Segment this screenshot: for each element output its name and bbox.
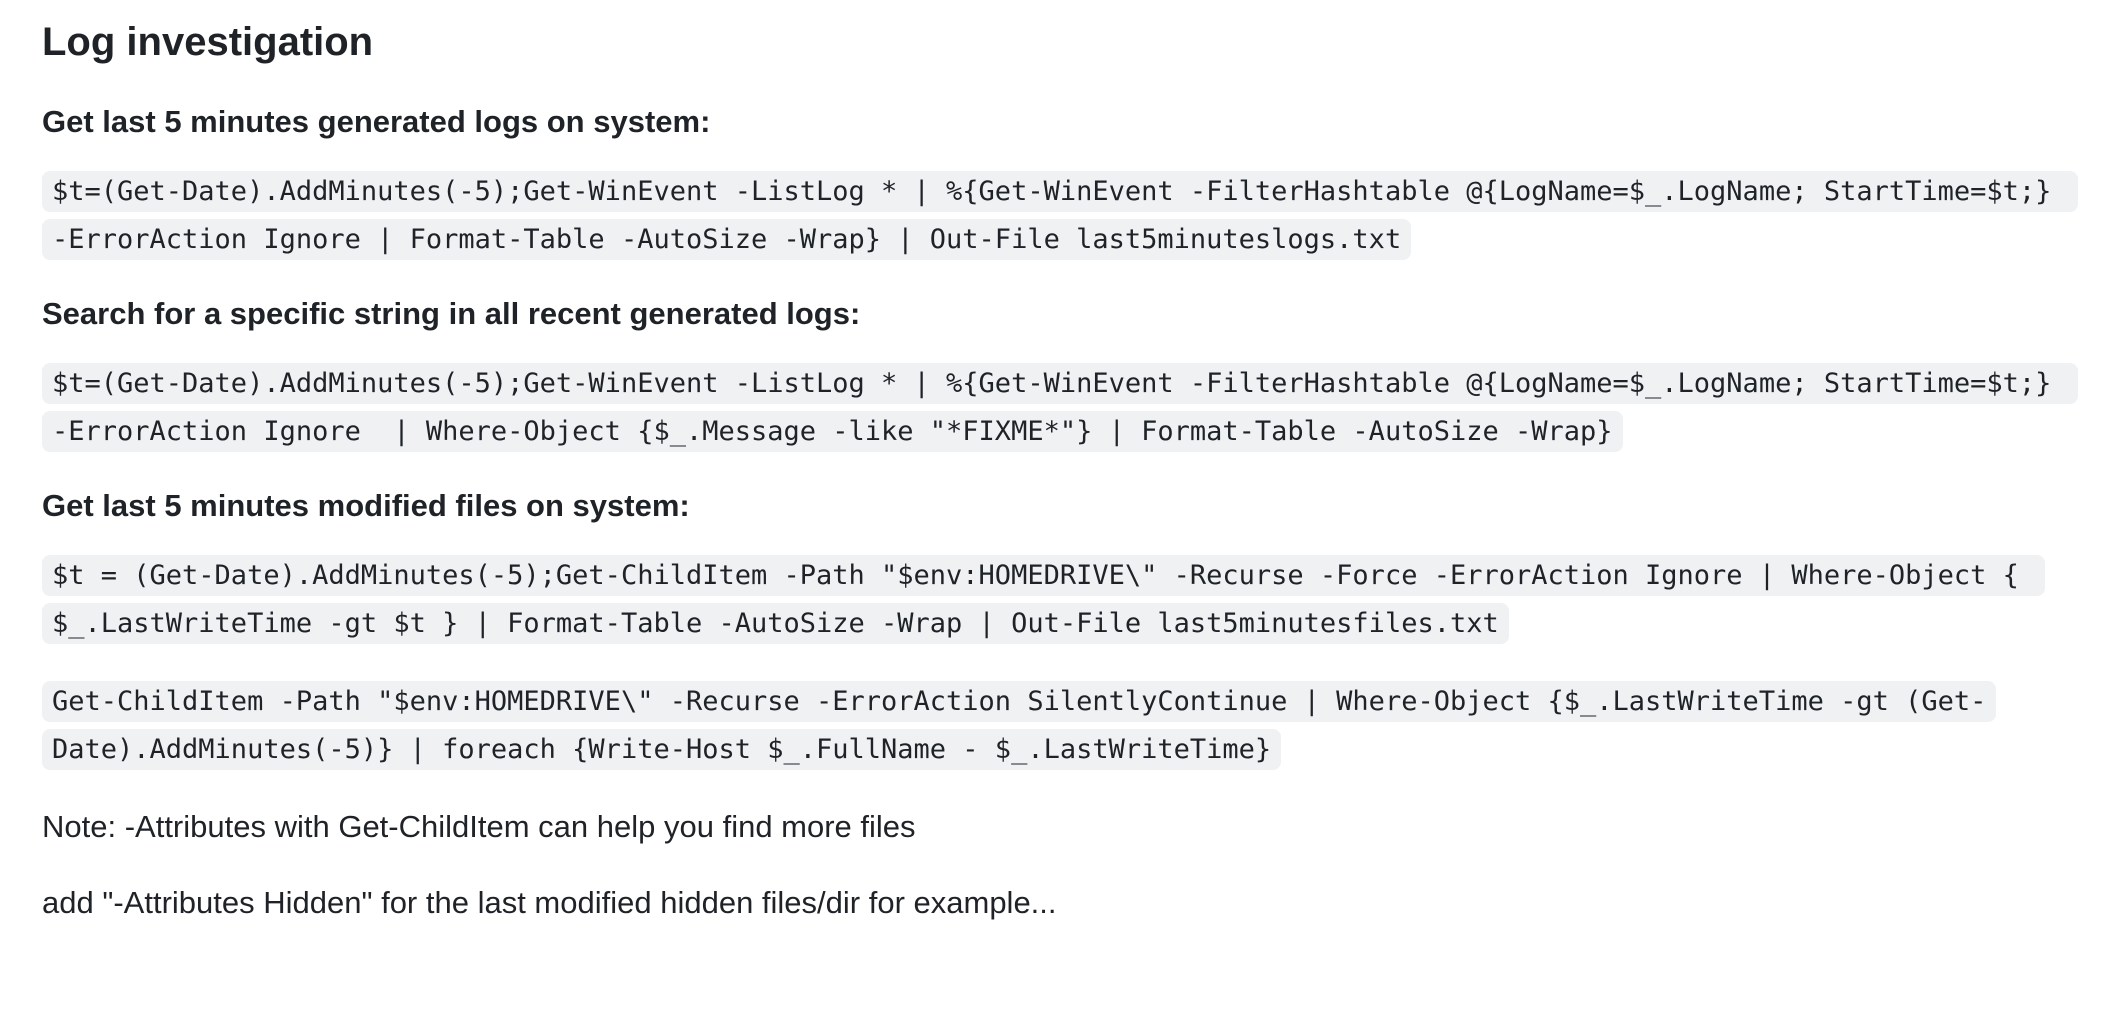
page-title: Log investigation bbox=[42, 20, 374, 64]
code-snippet[interactable]: $t = (Get-Date).AddMinutes(-5);Get-Child… bbox=[42, 555, 2046, 644]
code-snippet[interactable]: $t=(Get-Date).AddMinutes(-5);Get-WinEven… bbox=[42, 171, 2078, 260]
code-paragraph: $t=(Get-Date).AddMinutes(-5);Get-WinEven… bbox=[42, 360, 2078, 456]
code-paragraph: Get-ChildItem -Path "$env:HOMEDRIVE\" -R… bbox=[42, 678, 2074, 774]
section-search-string: Search for a specific string in all rece… bbox=[42, 294, 2078, 456]
code-snippet[interactable]: Get-ChildItem -Path "$env:HOMEDRIVE\" -R… bbox=[42, 681, 1997, 770]
note-text: add "-Attributes Hidden" for the last mo… bbox=[42, 885, 1057, 920]
section-heading: Get last 5 minutes generated logs on sys… bbox=[42, 104, 711, 139]
section-modified-files: Get last 5 minutes modified files on sys… bbox=[42, 486, 2074, 774]
section-last-logs: Get last 5 minutes generated logs on sys… bbox=[42, 102, 2078, 264]
section-heading: Get last 5 minutes modified files on sys… bbox=[42, 488, 690, 523]
code-paragraph: $t=(Get-Date).AddMinutes(-5);Get-WinEven… bbox=[42, 168, 2078, 264]
note-text: Note: -Attributes with Get-ChildItem can… bbox=[42, 809, 916, 844]
section-heading: Search for a specific string in all rece… bbox=[42, 296, 861, 331]
code-paragraph: $t = (Get-Date).AddMinutes(-5);Get-Child… bbox=[42, 552, 2074, 648]
code-snippet[interactable]: $t=(Get-Date).AddMinutes(-5);Get-WinEven… bbox=[42, 363, 2078, 452]
